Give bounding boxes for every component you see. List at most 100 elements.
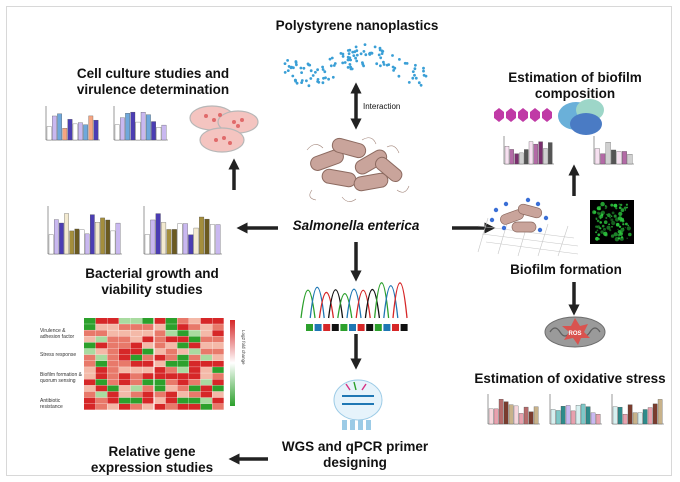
mini-bar	[62, 128, 68, 141]
heatmap-cell	[95, 336, 108, 343]
heatmap-cell	[177, 373, 189, 380]
chromatogram-peak	[318, 292, 335, 319]
heatmap-cell	[189, 348, 201, 355]
heatmap-cell	[142, 318, 154, 324]
nanoplastic-particle	[364, 53, 368, 57]
confocal-speck	[617, 230, 622, 234]
heatmap-cell	[84, 403, 96, 410]
confocal-speck	[626, 226, 631, 231]
base-call-block	[349, 324, 356, 331]
mini-bar	[504, 146, 510, 165]
chromatogram-peak	[300, 289, 316, 319]
chromatogram-peak	[309, 286, 325, 319]
heatmap-cell	[154, 336, 166, 343]
heatmap-cell	[119, 342, 131, 349]
heatmap-cell	[165, 385, 178, 392]
heatmap-cell	[130, 385, 143, 392]
confocal-speck	[623, 206, 627, 210]
confocal-speck	[596, 211, 600, 215]
mini-bar	[89, 214, 95, 255]
confocal-speck	[622, 227, 624, 229]
mini-bar	[513, 405, 519, 425]
nanoplastic-particle	[370, 51, 373, 55]
nanoplastic-particle	[411, 76, 415, 80]
nanoplastic-particle	[283, 71, 287, 74]
nanoplastic-particle	[329, 64, 333, 68]
nanoplastic-particle	[286, 69, 290, 72]
mini-bar	[617, 406, 623, 425]
heatmap-cell	[189, 360, 201, 367]
heatmap-cell	[84, 354, 96, 361]
nanoplastic-particle	[283, 62, 287, 65]
heatmap-cell	[200, 360, 213, 367]
confocal-speck	[626, 206, 628, 209]
confocal-speck	[598, 238, 600, 240]
mini-bar	[171, 229, 177, 255]
mini-bar	[59, 222, 64, 255]
nanoplastic-particle	[316, 78, 320, 81]
mini-bar	[616, 151, 622, 165]
heatmap-group-2: Stress response	[40, 352, 77, 358]
mini-bar	[67, 119, 73, 141]
mini-bar	[177, 223, 183, 255]
nanoplastic-particle	[341, 61, 345, 65]
base-call-block	[383, 324, 391, 331]
mini-bar	[150, 219, 156, 255]
chromatogram-peak	[346, 288, 362, 319]
heatmap-cell	[107, 403, 119, 410]
heatmap-cell	[154, 330, 166, 337]
base-call-block	[374, 324, 382, 331]
cell-culture-bar-chart-2	[113, 106, 168, 141]
heatmap-cell	[130, 354, 143, 361]
nanoplastic-particle	[348, 63, 352, 66]
heatmap-cell	[165, 367, 178, 373]
nanoplastic-particle	[391, 54, 394, 57]
figure-frame	[6, 6, 672, 476]
heatmap-cell	[177, 391, 189, 398]
heatmap-cell	[212, 391, 224, 398]
mini-bar	[611, 149, 617, 165]
chromatogram-peak	[327, 289, 344, 319]
heatmap-cell	[154, 318, 166, 324]
confocal-speck	[618, 238, 620, 240]
heatmap-colorbar	[230, 320, 235, 406]
nanoplastic-particle	[354, 56, 357, 60]
confocal-speck	[611, 211, 615, 215]
heatmap-cell	[154, 360, 166, 367]
nanoplastic-particle	[321, 68, 325, 71]
heatmap-cell	[130, 336, 143, 343]
heatmap-cell	[177, 324, 189, 330]
label-growth: Bacterial growth and viability studies	[85, 266, 219, 297]
label-biofilm-composition: Estimation of biofilm composition	[508, 70, 642, 101]
mini-bar	[528, 141, 534, 165]
oxidative-bar-chart-3	[611, 394, 664, 425]
nanoplastic-particle	[300, 81, 303, 84]
label-biofilm-formation: Biofilm formation	[510, 262, 622, 277]
heatmap-cell	[177, 318, 189, 324]
heatmap-cell	[154, 385, 166, 392]
heatmap-cell	[119, 360, 131, 367]
heatmap-cell	[200, 367, 213, 373]
mini-bar	[83, 124, 88, 141]
heatmap-cell	[107, 373, 119, 380]
confocal-speck	[600, 201, 605, 207]
nanoplastic-particle	[362, 50, 366, 53]
heatmap-cell	[95, 403, 108, 410]
confocal-speck	[607, 213, 611, 218]
nanoplastic-particle	[398, 58, 401, 61]
heatmap-cell	[154, 373, 166, 380]
biofilm-molecule-icon	[494, 99, 604, 135]
heatmap-cell	[107, 330, 119, 337]
nanoplastic-particle	[321, 65, 324, 69]
nanoplastic-particle	[286, 59, 289, 62]
nanoplastic-particle	[330, 56, 334, 60]
heatmap-cell	[119, 318, 131, 324]
mini-bar	[110, 230, 116, 255]
confocal-speck	[596, 219, 600, 223]
confocal-speck	[600, 210, 605, 215]
nanoplastic-particle	[327, 77, 330, 81]
nanoplastic-particle	[300, 79, 304, 82]
heatmap-cell	[200, 330, 213, 337]
mini-bar	[548, 142, 553, 165]
heatmap-cell	[154, 403, 166, 410]
